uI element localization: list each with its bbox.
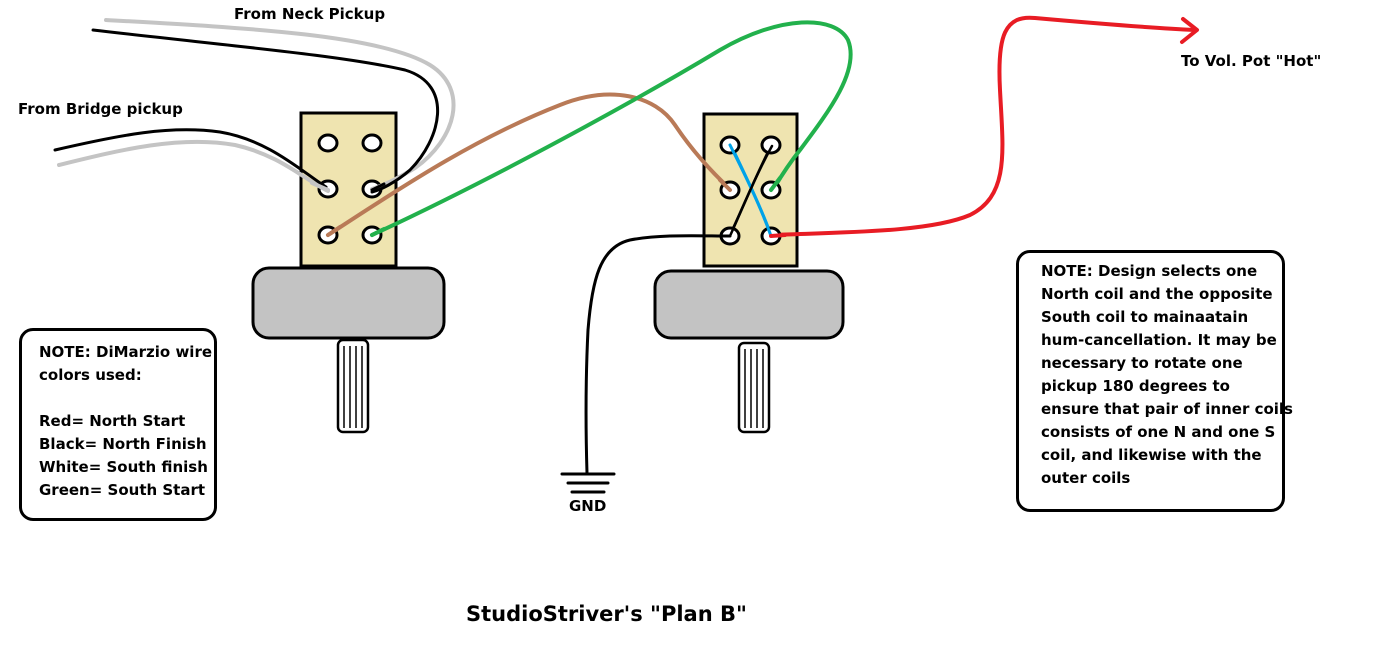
note-design: NOTE: Design selects one North coil and … (1016, 250, 1293, 512)
label-gnd: GND (569, 497, 606, 515)
ground-symbol-icon (560, 472, 616, 494)
left-switch-shaft (336, 338, 370, 434)
wire-bridge-white (57, 139, 330, 193)
note-line: NOTE: Design selects one (1041, 262, 1258, 280)
lug (361, 133, 383, 153)
wire-red-output (770, 15, 1197, 237)
wire-neck-black (91, 28, 440, 194)
note-line: hum-cancellation. It may be (1041, 331, 1277, 349)
note-line: North coil and the opposite (1041, 285, 1273, 303)
right-switch-shaft (737, 341, 771, 434)
wire-ground (584, 234, 732, 475)
wire-ends (310, 143, 787, 238)
left-switch-base (251, 266, 446, 340)
lug (760, 135, 782, 155)
note-line: Green= South Start (39, 481, 206, 499)
wire-brown (326, 92, 732, 237)
label-neck-pickup: From Neck Pickup (234, 5, 385, 23)
note-line: consists of one N and one S (1041, 423, 1276, 441)
label-vol-pot: To Vol. Pot "Hot" (1181, 52, 1321, 70)
note-line (39, 387, 214, 410)
note-line: colors used: (39, 366, 142, 384)
note-line: Red= North Start (39, 412, 186, 430)
note-line: pickup 180 degrees to (1041, 377, 1230, 395)
note-line: South coil to mainaatain (1041, 308, 1249, 326)
note-line: outer coils (1041, 469, 1131, 487)
lug (317, 133, 339, 153)
right-switch (653, 112, 845, 434)
note-line: coil, and likewise with the (1041, 446, 1262, 464)
note-line: White= South finish (39, 458, 208, 476)
wire-bridge-black (53, 128, 328, 189)
label-bridge-pickup: From Bridge pickup (18, 100, 183, 118)
note-line: ensure that pair of inner coils (1041, 400, 1293, 418)
note-line: NOTE: DiMarzio wire (39, 343, 213, 361)
arrow-head-icon (1180, 17, 1199, 44)
diagram-title: StudioStriver's "Plan B" (466, 602, 747, 626)
note-line: Black= North Finish (39, 435, 207, 453)
right-switch-base (653, 269, 845, 340)
wires (53, 15, 1199, 475)
note-wire-colors: NOTE: DiMarzio wire colors used: Red= No… (19, 328, 217, 521)
note-line: necessary to rotate one (1041, 354, 1243, 372)
wire-green (370, 20, 853, 237)
